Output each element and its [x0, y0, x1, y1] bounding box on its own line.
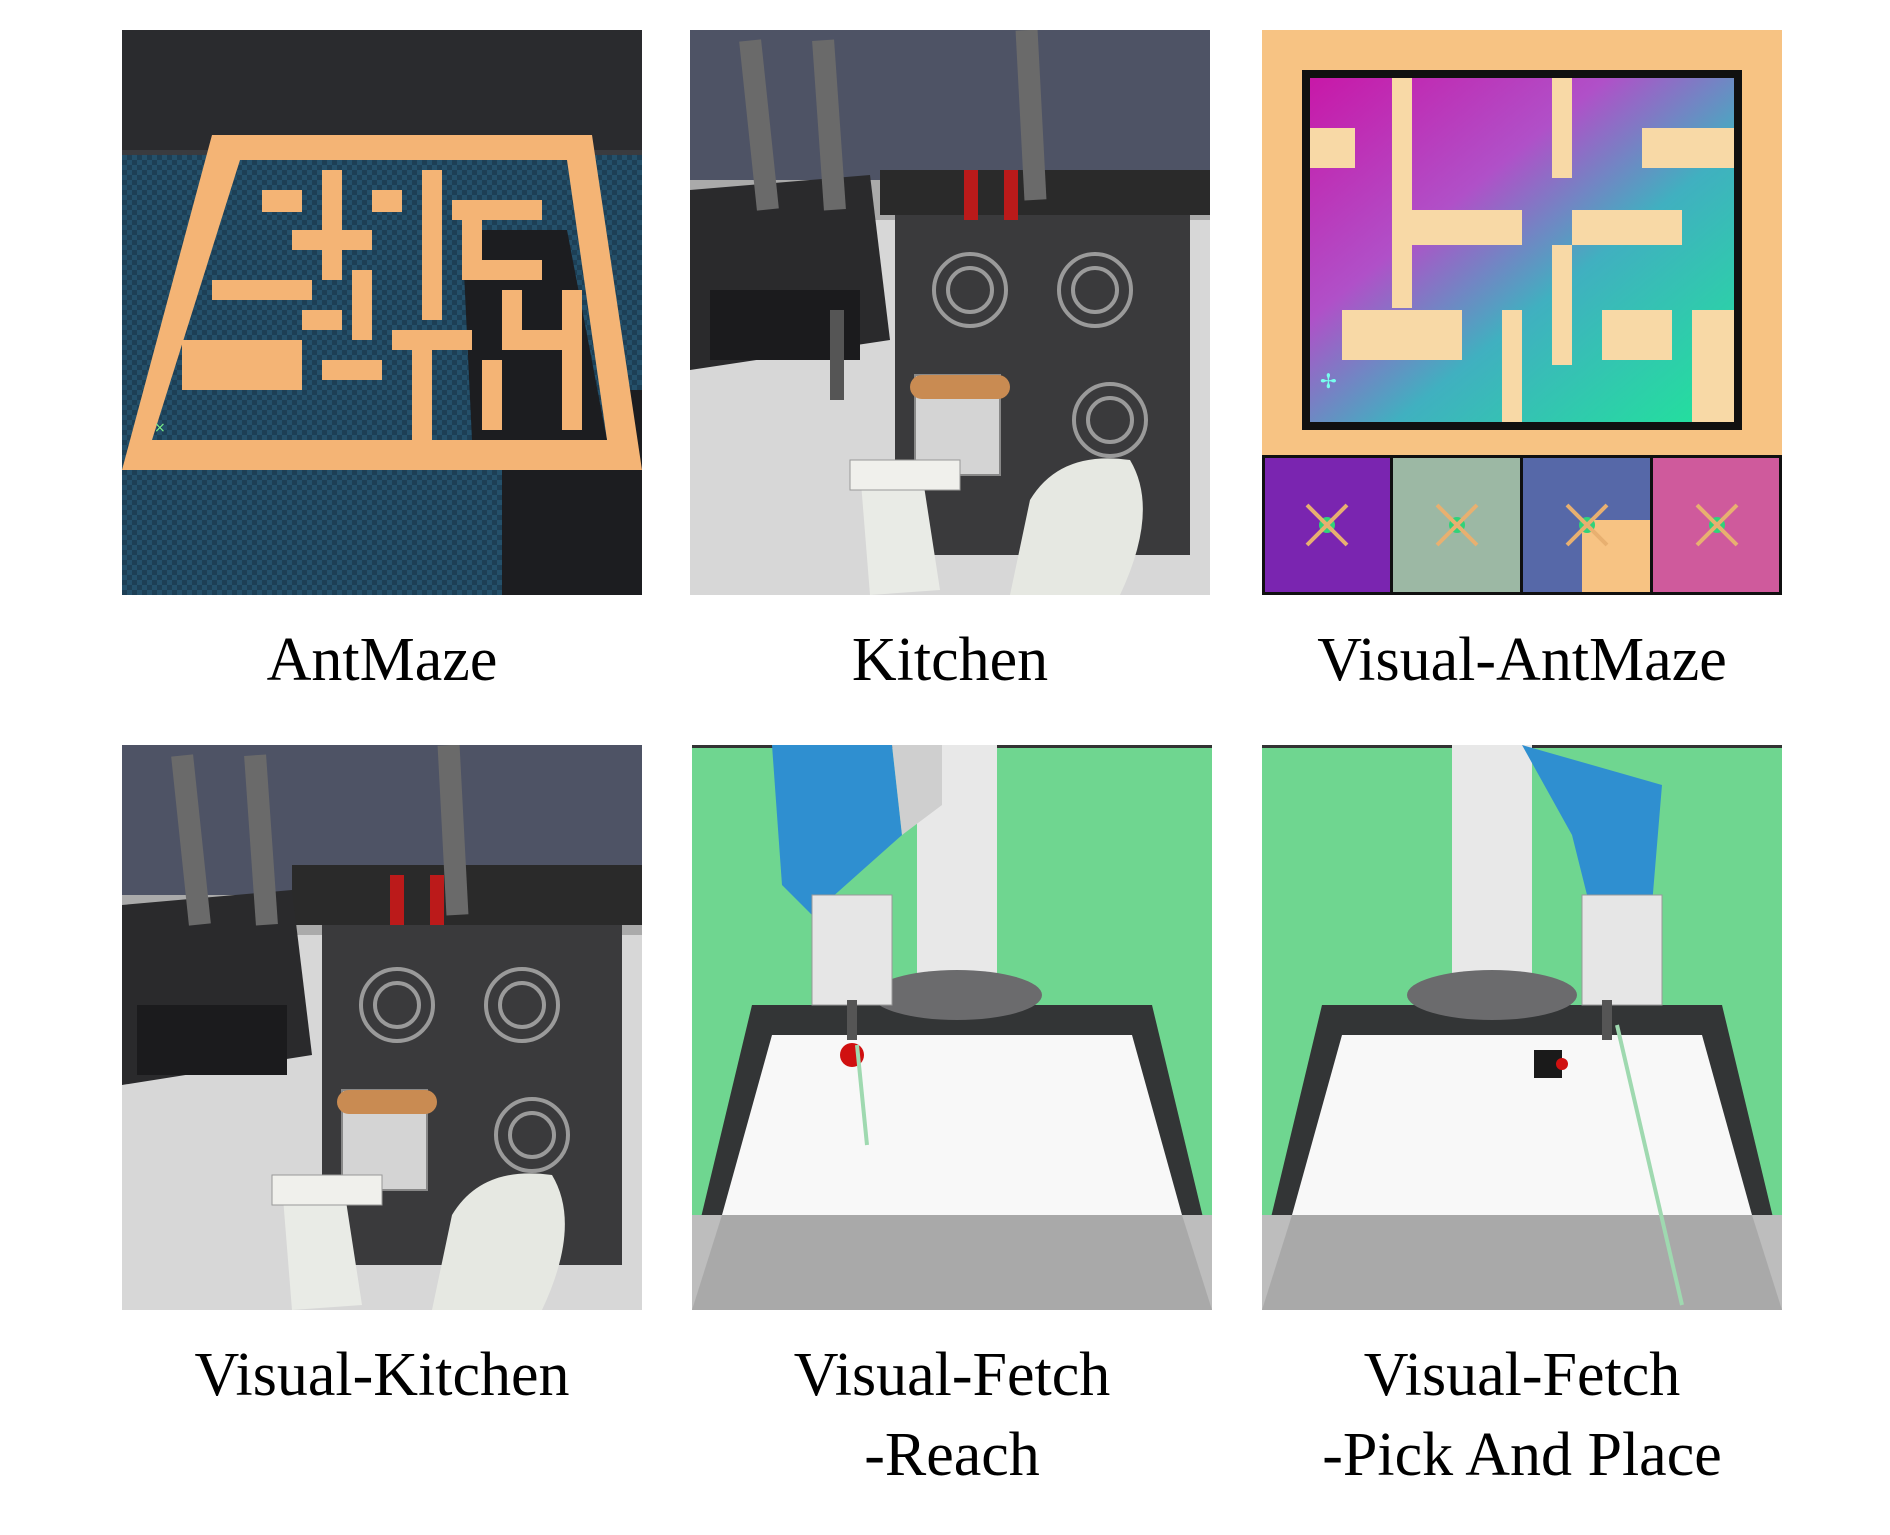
- panel-caption-antmaze: AntMaze: [122, 620, 642, 700]
- caption-line: -Pick And Place: [1322, 1421, 1722, 1489]
- visual-fetch-reach-image: [692, 745, 1212, 1310]
- caption-line: Visual-AntMaze: [1317, 626, 1727, 694]
- panel-caption-visual-fetch-reach: Visual-Fetch -Reach: [692, 1335, 1212, 1495]
- panel-caption-visual-kitchen: Visual-Kitchen: [122, 1335, 642, 1415]
- panel-caption-kitchen: Kitchen: [690, 620, 1210, 700]
- caption-line: Visual-Fetch: [793, 1341, 1111, 1409]
- antmaze-image: ×: [122, 30, 642, 595]
- panel-caption-visual-fetch-pick-and-place: Visual-Fetch -Pick And Place: [1262, 1335, 1782, 1495]
- caption-line: Visual-Kitchen: [194, 1341, 570, 1409]
- svg-text:×: ×: [154, 420, 166, 436]
- caption-line: AntMaze: [266, 626, 498, 694]
- svg-text:✢: ✢: [1320, 369, 1337, 393]
- caption-line: Visual-Fetch: [1363, 1341, 1681, 1409]
- visual-antmaze-image: ✢: [1262, 30, 1782, 595]
- caption-line: -Reach: [864, 1421, 1040, 1489]
- panel-caption-visual-antmaze: Visual-AntMaze: [1262, 620, 1782, 700]
- caption-line: Kitchen: [851, 626, 1049, 694]
- visual-fetch-pick-and-place-image: [1262, 745, 1782, 1310]
- kitchen-image: [690, 30, 1210, 595]
- visual-kitchen-image: [122, 745, 642, 1310]
